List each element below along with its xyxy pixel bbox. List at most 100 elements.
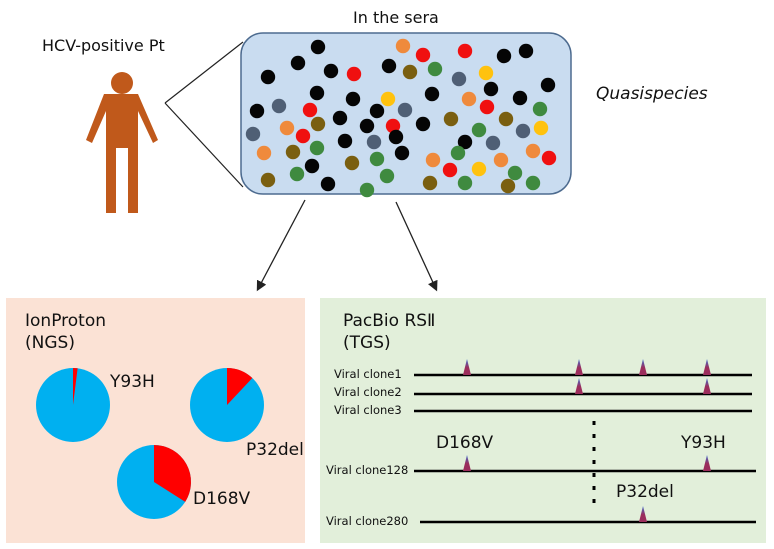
pie-label-p32del: P32del (246, 440, 304, 460)
mutation-label-d168v: D168V (436, 433, 494, 453)
patient-icon (86, 72, 158, 213)
clone-label-128: Viral clone128 (326, 463, 409, 477)
pie-slice-variant (154, 445, 191, 502)
virus-particle-yellow (478, 65, 494, 81)
virus-particle-black (345, 91, 361, 107)
virus-particle-red (442, 162, 458, 178)
virus-particle-green (450, 145, 466, 161)
virus-particle-red (457, 43, 473, 59)
virus-particle-black (290, 55, 306, 71)
virus-particle-olive (310, 116, 326, 132)
virus-particle-black (512, 90, 528, 106)
mutation-markers (463, 359, 711, 522)
virus-particle-green (427, 61, 443, 77)
virus-particles (245, 38, 557, 198)
virus-particle-black (310, 39, 326, 55)
pie-d168v (117, 445, 191, 519)
virus-particle-orange (525, 143, 541, 159)
virus-particle-olive (500, 178, 516, 194)
virus-particle-olive (344, 155, 360, 171)
virus-particle-olive (402, 64, 418, 80)
pie-slice-variant (73, 368, 78, 405)
virus-particle-orange (395, 38, 411, 54)
pie-label-y93h: Y93H (110, 372, 155, 392)
virus-particle-green (525, 175, 541, 191)
virus-particle-black (359, 118, 375, 134)
clone-label-280: Viral clone280 (326, 514, 409, 528)
virus-particle-green (289, 166, 305, 182)
pie-label-d168v: D168V (193, 489, 251, 509)
pie-y93h (36, 368, 110, 442)
virus-particle-slate (515, 123, 531, 139)
virus-particle-orange (493, 152, 509, 168)
virus-particle-black (388, 129, 404, 145)
virus-particle-slate (485, 135, 501, 151)
clone-label-3: Viral clone3 (334, 403, 402, 417)
pie-p32del (190, 368, 264, 442)
tgs-title-line2: (TGS) (343, 333, 391, 353)
virus-particle-black (415, 116, 431, 132)
virus-particle-slate (451, 71, 467, 87)
mutation-marker (703, 455, 711, 471)
ngs-pie-charts (36, 368, 264, 519)
patient-label: HCV-positive Pt (42, 36, 165, 55)
mutation-marker (703, 359, 711, 375)
tgs-title-line1: PacBio RSⅡ (343, 311, 436, 331)
virus-particle-yellow (533, 120, 549, 136)
virus-particle-orange (279, 120, 295, 136)
virus-particle-black (394, 145, 410, 161)
virus-particle-green (359, 182, 375, 198)
virus-particle-black (369, 103, 385, 119)
virus-particle-red (415, 47, 431, 63)
virus-particle-olive (498, 111, 514, 127)
virus-particle-black (518, 43, 534, 59)
tgs-panel-background (320, 298, 766, 543)
virus-particle-orange (256, 145, 272, 161)
virus-particle-olive (285, 144, 301, 160)
virus-particle-slate (271, 98, 287, 114)
virus-particle-black (309, 85, 325, 101)
virus-particle-black (457, 134, 473, 150)
virus-particle-yellow (471, 161, 487, 177)
mutation-label-y93h: Y93H (681, 433, 726, 453)
virus-particle-black (320, 176, 336, 192)
virus-particle-green (457, 175, 473, 191)
virus-particle-black (249, 103, 265, 119)
mutation-label-p32del: P32del (616, 482, 674, 502)
virus-particle-red (295, 128, 311, 144)
arrow-to-ngs (256, 199, 306, 292)
arrow-to-tgs (395, 201, 438, 292)
virus-particle-slate (397, 102, 413, 118)
quasispecies-label: Quasispecies (596, 84, 708, 104)
sera-label: In the sera (353, 8, 439, 27)
virus-particle-slate (366, 134, 382, 150)
mutation-marker (639, 359, 647, 375)
virus-particle-red (346, 66, 362, 82)
virus-particle-black (381, 58, 397, 74)
zoom-line-lower (164, 102, 244, 188)
zoom-line-upper (164, 41, 244, 104)
virus-particle-slate (245, 126, 261, 142)
virus-particle-red (479, 99, 495, 115)
virus-particle-olive (422, 175, 438, 191)
mutation-marker (463, 455, 471, 471)
clone-label-2: Viral clone2 (334, 385, 402, 399)
virus-particle-green (507, 165, 523, 181)
mutation-marker (575, 359, 583, 375)
virus-particle-black (323, 63, 339, 79)
pie-slice-variant (227, 368, 253, 405)
virus-particle-black (332, 110, 348, 126)
virus-particle-orange (425, 152, 441, 168)
virus-particle-yellow (380, 91, 396, 107)
virus-particle-green (369, 151, 385, 167)
virus-particle-olive (443, 111, 459, 127)
virus-particle-green (532, 101, 548, 117)
virus-particle-black (483, 81, 499, 97)
virus-particle-red (541, 150, 557, 166)
virus-particle-red (385, 118, 401, 134)
virus-particle-orange (461, 91, 477, 107)
clone-label-1: Viral clone1 (334, 367, 402, 381)
virus-particle-olive (260, 172, 276, 188)
virus-particle-black (304, 158, 320, 174)
